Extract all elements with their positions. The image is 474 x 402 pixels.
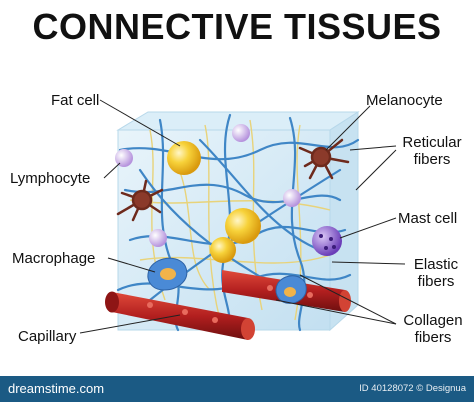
melanocyte-1 xyxy=(298,138,350,180)
lymphocyte-1 xyxy=(115,149,133,167)
macrophage-2 xyxy=(275,275,307,304)
fat-cell-2 xyxy=(225,208,261,244)
mast-cell xyxy=(312,226,342,256)
label-mast-cell: Mast cell xyxy=(398,210,458,227)
leader-lines xyxy=(79,99,406,334)
label-reticular-line1: Reticular xyxy=(402,134,462,151)
lymphocyte-4 xyxy=(149,229,167,247)
label-collagen-line1: Collagen xyxy=(403,312,463,329)
label-elastic-line2: fibers xyxy=(417,273,455,290)
label-reticular-fibers: Reticular fibers xyxy=(398,134,466,168)
footer-bar: dreamstime.com ID 40128072 © Designua xyxy=(0,376,474,402)
lymphocyte-2 xyxy=(232,124,250,142)
label-collagen-line2: fibers xyxy=(414,329,452,346)
macrophage-1 xyxy=(147,257,188,291)
label-elastic-line1: Elastic xyxy=(413,256,459,273)
label-fat-cell: Fat cell xyxy=(51,92,100,109)
label-melanocyte: Melanocyte xyxy=(366,92,443,109)
footer-brand[interactable]: dreamstime.com xyxy=(8,381,105,396)
fat-cell-1 xyxy=(167,141,201,175)
lymphocyte-3 xyxy=(283,189,301,207)
footer-image-id: ID 40128072 © Designua xyxy=(359,383,466,394)
melanocyte-2 xyxy=(116,179,164,222)
label-reticular-line2: fibers xyxy=(413,151,451,168)
label-lymphocyte: Lymphocyte xyxy=(10,170,91,187)
fat-cell-3 xyxy=(210,237,236,263)
label-collagen-fibers: Collagen fibers xyxy=(398,312,468,346)
label-capillary: Capillary xyxy=(18,328,77,345)
diagram-title: CONNECTIVE TISSUES xyxy=(32,6,442,47)
label-elastic-fibers: Elastic fibers xyxy=(408,256,464,290)
label-macrophage: Macrophage xyxy=(12,250,96,267)
